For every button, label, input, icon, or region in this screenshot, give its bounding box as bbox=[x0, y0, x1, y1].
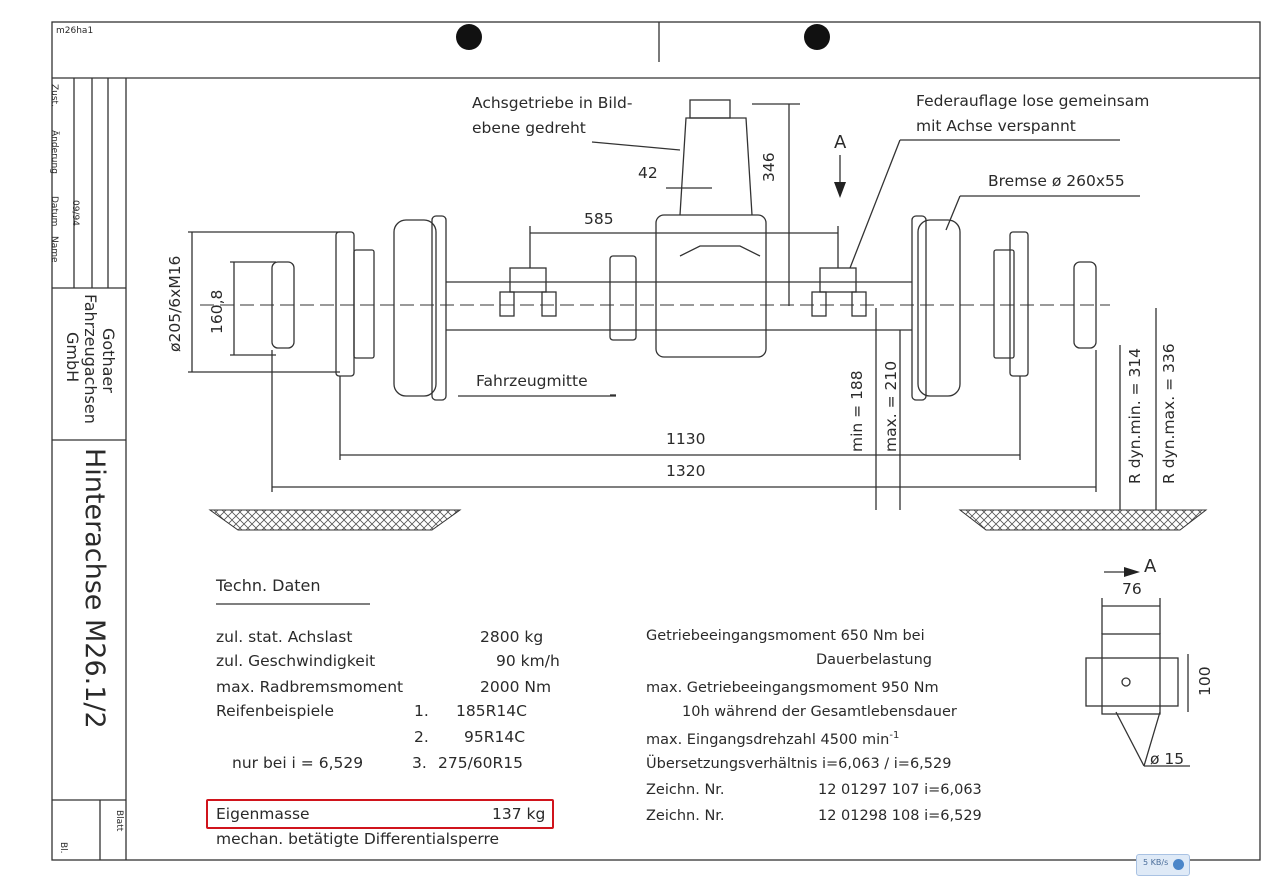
highlight-box bbox=[206, 799, 554, 829]
ground-clearance-max: max. = 210 bbox=[882, 360, 900, 452]
sheet-label: Blatt bbox=[114, 810, 124, 832]
tires-label: Reifenbeispiele bbox=[216, 702, 335, 720]
gear-note-line-2: ebene gedreht bbox=[472, 119, 586, 137]
company-line-3: GmbH bbox=[63, 332, 82, 383]
tech-row-value: 2000 Nm bbox=[480, 678, 552, 696]
spec-line: Übersetzungsverhältnis i=6,063 / i=6,529 bbox=[646, 756, 952, 772]
header-label-name: Name bbox=[49, 236, 59, 263]
dimension-42: 42 bbox=[638, 164, 658, 182]
dimension-1320: 1320 bbox=[666, 462, 706, 480]
tire-size: 185R14C bbox=[456, 702, 527, 720]
tech-row-value: 2800 kg bbox=[480, 628, 544, 646]
spec-line: max. Getriebeeingangsmoment 950 Nm bbox=[646, 680, 939, 696]
dynamic-radius-max: R dyn.max. = 336 bbox=[1160, 343, 1178, 484]
dynamic-radius-min: R dyn.min. = 314 bbox=[1126, 347, 1144, 484]
sheet-value: Bl. bbox=[58, 842, 68, 854]
spec-line: 10h während der Gesamtlebensdauer bbox=[682, 704, 957, 720]
view-a-dimension-15: ø 15 bbox=[1150, 750, 1185, 768]
header-label-zust: Zust. bbox=[49, 84, 59, 107]
ground-clearance-min: min = 188 bbox=[848, 370, 866, 452]
drawing-number-value: 12 01297 107 i=6,063 bbox=[818, 782, 982, 798]
spring-note-line-2: mit Achse verspannt bbox=[916, 117, 1076, 135]
sheet-frame bbox=[51, 21, 1261, 861]
spring-note-line-1: Federauflage lose gemeinsam bbox=[916, 92, 1150, 110]
tire-size: 95R14C bbox=[464, 728, 526, 746]
drawing-number-label: Zeichn. Nr. bbox=[646, 808, 725, 824]
drawing-title: Hinterachse M26.1/2 bbox=[79, 448, 110, 729]
tech-row-label: max. Radbremsmoment bbox=[216, 678, 404, 696]
tech-row-label: zul. stat. Achslast bbox=[216, 628, 353, 646]
tech-row-label: zul. Geschwindigkeit bbox=[216, 652, 376, 670]
spec-line-text: max. Eingangsdrehzahl 4500 min bbox=[646, 731, 890, 748]
download-speed-badge[interactable]: 5 KB/s bbox=[1136, 854, 1190, 876]
download-icon bbox=[1173, 859, 1184, 870]
drawing-number-label: Zeichn. Nr. bbox=[646, 782, 725, 798]
tech-row-value: 90 km/h bbox=[496, 652, 560, 670]
view-a-dimension-76: 76 bbox=[1122, 580, 1142, 598]
spec-line: Dauerbelastung bbox=[816, 652, 932, 668]
tire-number: 2. bbox=[414, 728, 429, 746]
mass-label: Eigenmasse bbox=[216, 805, 310, 823]
differential-lock-note: mechan. betätigte Differentialsperre bbox=[216, 830, 500, 848]
header-label-aenderung: Änderung bbox=[49, 130, 59, 174]
download-speed-text: 5 KB/s bbox=[1143, 858, 1169, 867]
vehicle-center-note: Fahrzeugmitte bbox=[476, 372, 588, 390]
tire-number: 3. bbox=[412, 754, 427, 772]
spec-superscript: -1 bbox=[889, 730, 900, 741]
tire-size: 275/60R15 bbox=[438, 754, 524, 772]
tires-note: nur bei i = 6,529 bbox=[232, 754, 364, 772]
tire-number: 1. bbox=[414, 702, 429, 720]
gear-note-line-1: Achsgetriebe in Bild- bbox=[472, 94, 633, 112]
mass-value: 137 kg bbox=[492, 805, 546, 823]
corner-code: m26ha1 bbox=[56, 26, 94, 36]
bolt-circle-dimension: ø205/6xM16 bbox=[166, 255, 184, 352]
dimension-1130: 1130 bbox=[666, 430, 706, 448]
dimension-160-8: 160,8 bbox=[208, 289, 226, 334]
view-a-marker-top: A bbox=[834, 132, 847, 153]
drawing-number-value: 12 01298 108 i=6,529 bbox=[818, 808, 982, 824]
view-a-marker-section: A bbox=[1144, 556, 1157, 577]
brake-note: Bremse ø 260x55 bbox=[988, 172, 1125, 190]
dimension-585: 585 bbox=[584, 210, 614, 228]
spec-line: max. Eingangsdrehzahl 4500 min-1 bbox=[646, 730, 899, 748]
spec-line: Getriebeeingangsmoment 650 Nm bei bbox=[646, 628, 925, 644]
company-line-1: Gothaer bbox=[99, 328, 118, 393]
company-line-2: Fahrzeugachsen bbox=[81, 294, 100, 424]
header-label-datum: Datum bbox=[49, 196, 59, 227]
view-a-dimension-100: 100 bbox=[1196, 666, 1214, 696]
tech-data-heading: Techn. Daten bbox=[216, 576, 321, 595]
dimension-346: 346 bbox=[760, 152, 778, 182]
date-value: 09/94 bbox=[70, 200, 80, 226]
